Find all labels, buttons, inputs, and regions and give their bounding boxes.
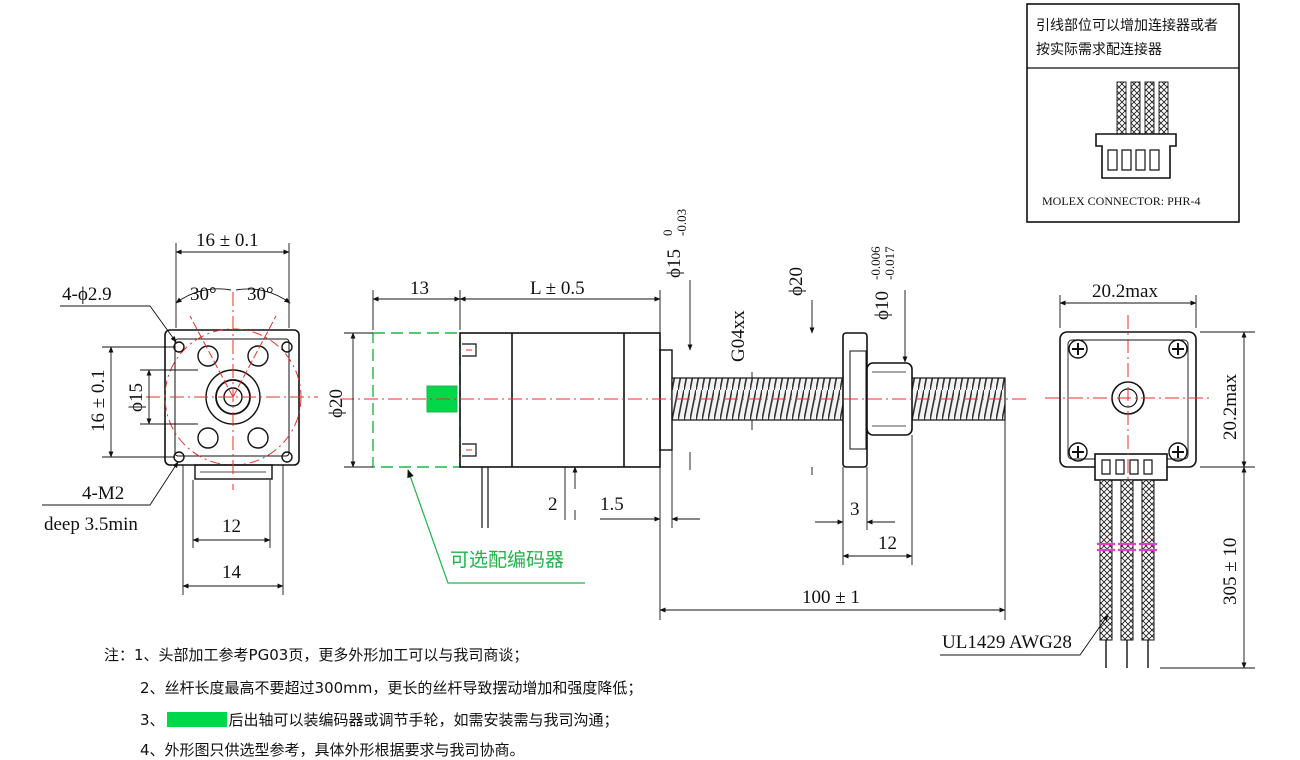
encoder-label: 可选配编码器 xyxy=(450,549,564,571)
front-height-dim: 16 ± 0.1 xyxy=(88,369,109,432)
side-view xyxy=(340,280,1028,620)
side-dim-1-5: 1.5 xyxy=(600,494,624,515)
note-3-text: 后出轴可以装编码器或调节手轮，如需安装需与我司沟通； xyxy=(228,711,619,729)
rear-wire-spec: UL1429 AWG28 xyxy=(942,632,1072,653)
note-prefix: 注： xyxy=(104,646,135,664)
side-pilot-tol-upper: 0 xyxy=(660,230,675,237)
side-nut-dia: ϕ10 xyxy=(872,291,893,320)
side-nut-tol-upper: -0.006 xyxy=(868,246,883,280)
note-2: 2、丝杆长度最高不要超过300mm，更长的丝杆导致摆动增加和强度降低； xyxy=(140,679,643,697)
side-body-dia: ϕ20 xyxy=(326,389,347,418)
front-angle-left: 30° xyxy=(190,284,217,305)
side-dim-12: 12 xyxy=(878,533,897,554)
side-screw-len: 100 ± 1 xyxy=(802,587,860,608)
connector-note-line2: 按实际需求配连接器 xyxy=(1036,41,1162,58)
side-pilot-dia: ϕ15 xyxy=(664,249,685,278)
front-width-dim: 16 ± 0.1 xyxy=(196,230,259,251)
side-pilot-tol-lower: -0.03 xyxy=(674,209,689,236)
front-screw-dim: 4-M2 xyxy=(82,483,124,504)
front-hole-dim: 4-ϕ2.9 xyxy=(62,284,112,305)
rear-connector xyxy=(1094,453,1168,481)
note-3: 3、 后出轴可以装编码器或调节手轮，如需安装需与我司沟通； xyxy=(140,709,619,730)
side-nut-tol-lower: -0.017 xyxy=(882,246,897,280)
rear-height-dim: 20.2max xyxy=(1220,374,1241,440)
lead-wire xyxy=(1099,479,1113,641)
motor-body xyxy=(459,332,661,468)
side-nut-flange-dia: ϕ20 xyxy=(786,267,807,296)
note-4: 4、外形图只供选型参考，具体外形根据要求与我司协商。 xyxy=(140,741,525,759)
front-angle-right: 30° xyxy=(247,284,274,305)
front-view xyxy=(42,243,318,595)
side-dim-2: 2 xyxy=(548,494,558,515)
side-encoder-len: 13 xyxy=(410,278,429,299)
front-screw-depth: deep 3.5min xyxy=(44,514,138,535)
rear-view xyxy=(940,295,1255,669)
side-dim-3: 3 xyxy=(850,499,860,520)
rear-width-dim: 20.2max xyxy=(1092,281,1158,302)
front-bottom-dim-12: 12 xyxy=(222,516,241,537)
molex-label: MOLEX CONNECTOR: PHR-4 xyxy=(1042,194,1200,208)
connector-box xyxy=(1026,3,1240,223)
connector-note-line1: 引线部位可以增加连接器或者 xyxy=(1036,17,1218,34)
side-body-len: L ± 0.5 xyxy=(530,278,585,299)
front-pilot-dim: ϕ15 xyxy=(126,383,147,412)
front-bottom-dim-14: 14 xyxy=(222,562,242,583)
note-3-num: 3、 xyxy=(140,711,165,729)
encoder-swatch xyxy=(166,712,227,727)
rear-lead-len: 305 ± 10 xyxy=(1220,538,1241,605)
note-1: 注：1、头部加工参考PG03页，更多外形加工可以与我司商谈； xyxy=(104,644,528,665)
side-screw-code: G04xx xyxy=(728,310,749,362)
note-1-text: 1、头部加工参考PG03页，更多外形加工可以与我司商谈； xyxy=(134,646,529,664)
